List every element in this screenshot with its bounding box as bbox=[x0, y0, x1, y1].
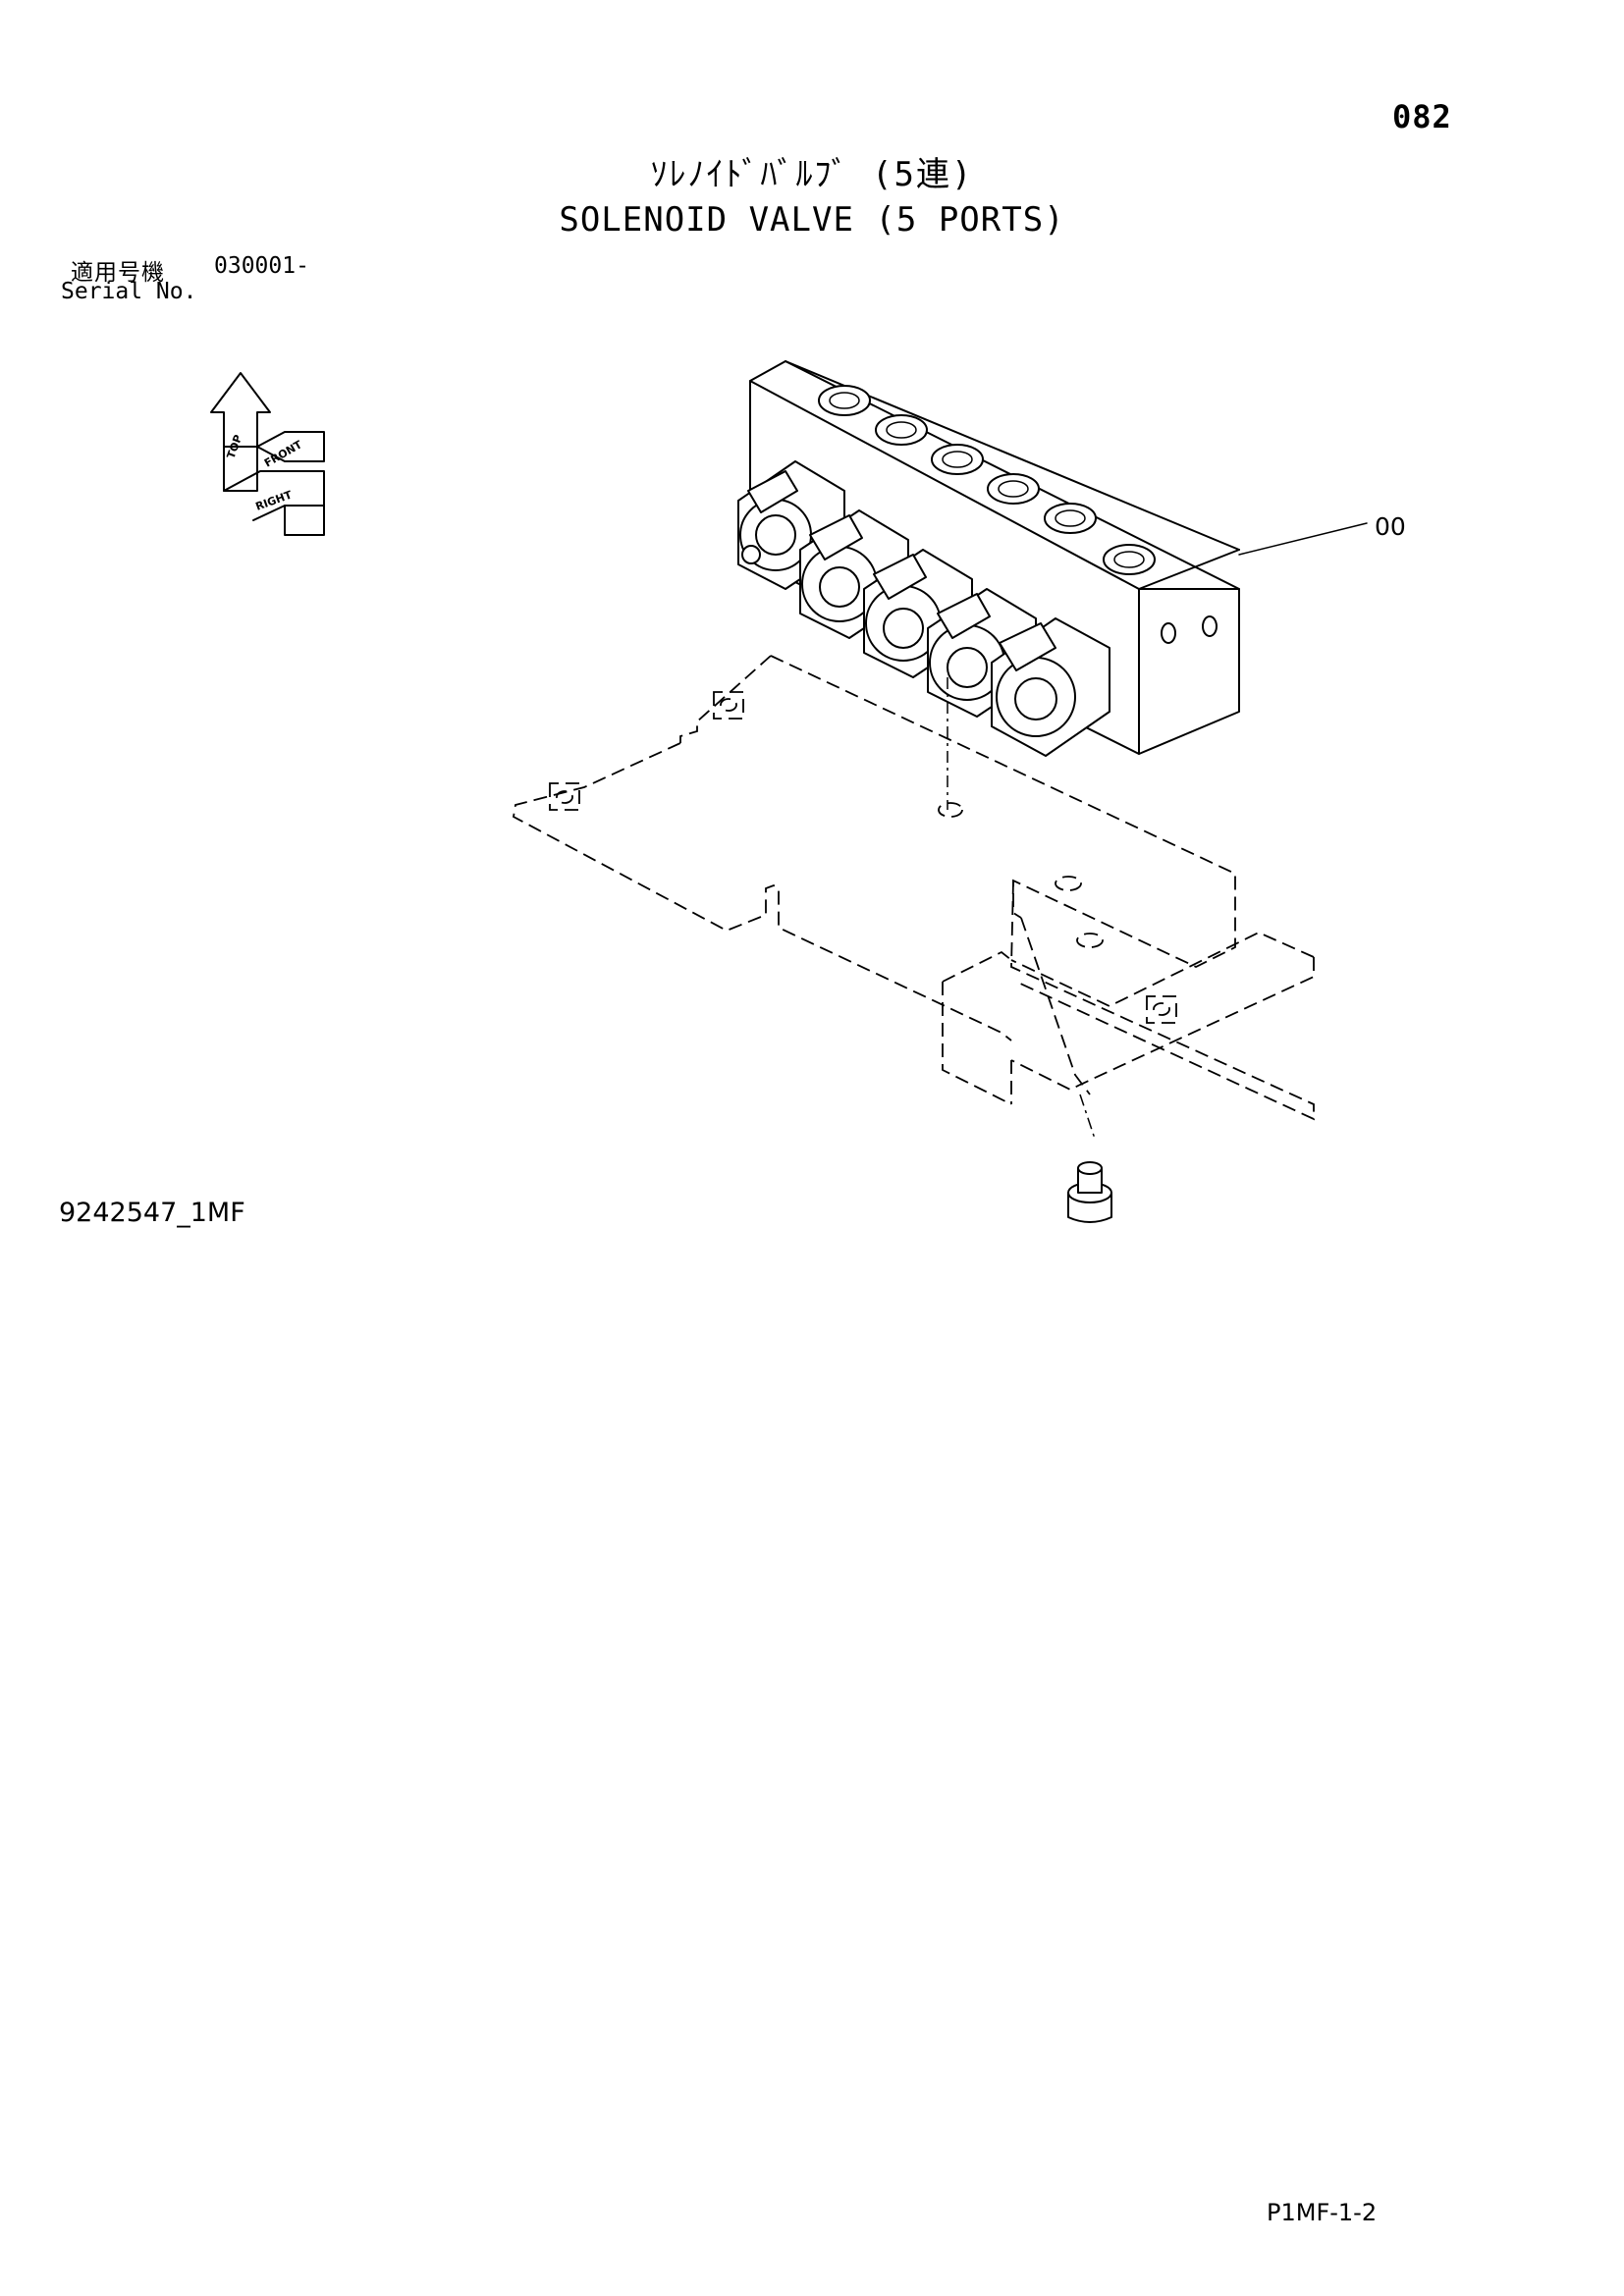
orientation-right-label: RIGHT bbox=[254, 488, 295, 512]
sheet-code: P1MF-1-2 bbox=[1267, 2199, 1378, 2226]
drawing-code: 9242547_1MF bbox=[59, 1198, 245, 1228]
orientation-indicator: TOP FRONT RIGHT bbox=[210, 372, 325, 536]
page-title-english: SOLENOID VALVE (5 PORTS) bbox=[559, 200, 1065, 240]
manifold-top-ports bbox=[818, 385, 1156, 575]
serial-number-value: 030001- bbox=[214, 253, 309, 279]
serial-label-japanese: 適用号機 bbox=[71, 260, 165, 286]
solenoid-valve bbox=[991, 617, 1110, 757]
page-number: 082 bbox=[1392, 98, 1452, 135]
serial-label-english: Serial No. bbox=[61, 279, 197, 304]
solenoid-valves bbox=[737, 460, 1110, 757]
orientation-front-label: FRONT bbox=[262, 438, 304, 470]
mounting-bracket bbox=[513, 655, 1315, 1121]
page-title-japanese: ｿﾚﾉｲﾄﾞﾊﾞﾙﾌﾞ (5連) bbox=[650, 155, 974, 194]
callout-label-assembly: 00 bbox=[1375, 512, 1406, 541]
mounting-bolt bbox=[947, 677, 1112, 1223]
solenoid-valve bbox=[799, 509, 909, 639]
callout-leader-line bbox=[1238, 522, 1368, 556]
